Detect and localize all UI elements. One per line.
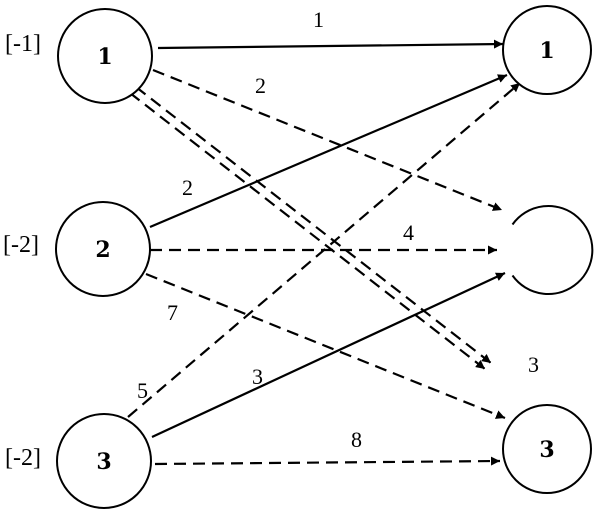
left-nodes: [-1] 1 [-2] 2 [-2] 3 bbox=[3, 8, 153, 509]
right-node-1-label: 1 bbox=[539, 38, 554, 64]
edge-label-l3-r3: 8 bbox=[351, 427, 362, 452]
edge-l3-r2 bbox=[151, 272, 506, 438]
left-node-3-label: 3 bbox=[96, 449, 111, 475]
left-node-1-label: 1 bbox=[97, 44, 112, 70]
edge-labels: 1 2 3 2 4 7 5 3 8 bbox=[137, 7, 539, 452]
edges bbox=[127, 39, 521, 466]
left-node-2 bbox=[55, 201, 151, 297]
edge-label-l3-r2: 3 bbox=[252, 364, 263, 389]
right-nodes: 1 3 bbox=[502, 5, 594, 494]
edge-label-l1-r3: 3 bbox=[528, 352, 539, 377]
supply-label-left-2: [-2] bbox=[3, 232, 39, 258]
edge-label-l3-r1: 5 bbox=[137, 378, 148, 403]
right-node-3 bbox=[502, 404, 592, 494]
edge-l1-r1 bbox=[157, 39, 504, 50]
edge-l1-r3-a bbox=[129, 92, 486, 370]
left-node-1 bbox=[57, 8, 153, 104]
edge-label-l1-r1: 1 bbox=[313, 7, 324, 32]
left-node-2-label: 2 bbox=[95, 237, 110, 263]
right-node-1 bbox=[502, 5, 592, 95]
left-node-3 bbox=[56, 413, 152, 509]
edge-l2-r3 bbox=[145, 272, 506, 420]
supply-label-left-3: [-2] bbox=[5, 445, 41, 471]
edge-l1-r2 bbox=[152, 68, 503, 212]
edge-label-l2-r2: 4 bbox=[403, 220, 414, 245]
right-node-2 bbox=[511, 205, 594, 295]
edge-l2-r1 bbox=[149, 73, 508, 229]
supply-label-left-1: [-1] bbox=[5, 31, 41, 57]
right-node-3-label: 3 bbox=[539, 437, 554, 463]
edge-l3-r1 bbox=[127, 82, 521, 418]
edge-label-l1-r2: 2 bbox=[255, 73, 266, 98]
edge-l1-r3-b bbox=[135, 86, 492, 364]
edge-label-l2-r1: 2 bbox=[182, 175, 193, 200]
edge-label-l2-r3: 7 bbox=[167, 300, 178, 325]
edge-l3-r3 bbox=[154, 456, 501, 466]
